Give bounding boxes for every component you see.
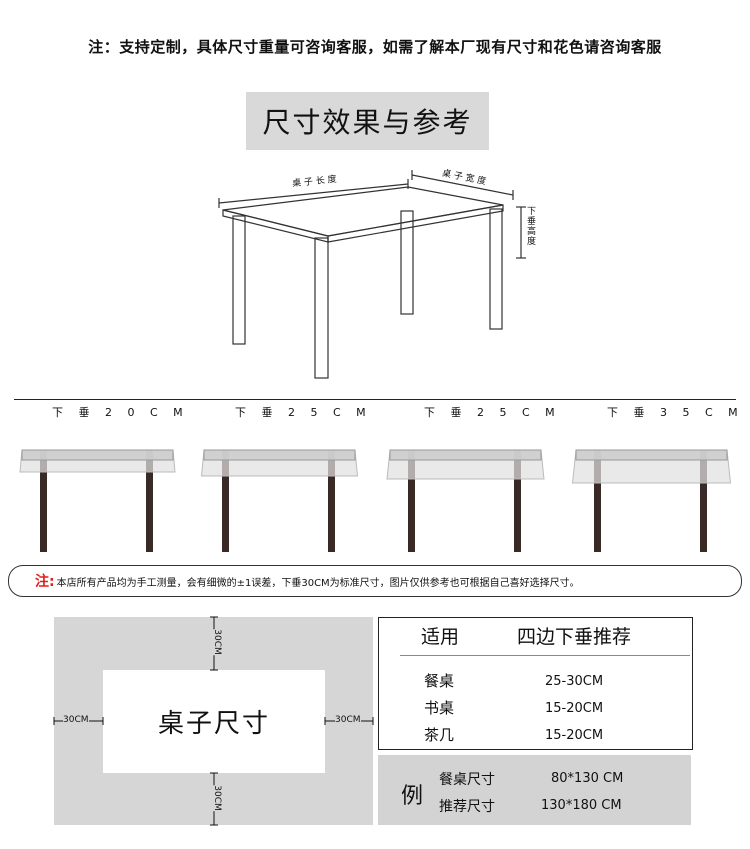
table-leg [489,208,503,330]
table-leg [328,450,335,552]
row-use: 餐桌 [424,672,455,690]
example-value: 130*180 CM [541,798,622,813]
width-dimension-line [411,174,514,196]
table-leg [408,450,415,552]
example-label: 推荐尺寸 [439,799,495,815]
table-leg [514,450,521,552]
drop-option-label: 下 垂 2 5 C M [424,406,561,419]
dim-bottom: 30CM [211,785,222,811]
tablecloth-top [575,449,728,461]
header-use: 适用 [421,626,460,648]
table-leg [314,237,329,379]
tablecloth-top [389,449,542,461]
example-label: 餐桌尺寸 [439,772,495,788]
tablecloth-preview [572,449,732,552]
tablecloth-preview [19,449,176,552]
row-drop: 15-20CM [545,701,604,716]
table-leg [40,450,47,552]
drop-option-label: 下 垂 2 5 C M [235,406,372,419]
length-dimension-line [218,183,409,204]
recommend-table [378,617,693,750]
row-drop: 15-20CM [545,728,604,743]
dim-right: 30CM [335,715,361,725]
row-use: 茶几 [424,726,455,744]
section-title: 尺寸效果与参考 [246,92,489,150]
example-box [378,755,691,825]
drop-option-label: 下 垂 2 0 C M [52,406,189,419]
notice-prefix: 注: [35,574,55,590]
row-use: 书桌 [424,699,455,717]
table-leg [594,450,601,552]
table-size-label: 桌子尺寸 [103,670,325,773]
table-leg [222,450,229,552]
drop-label: 下 垂 高 度 [527,207,537,247]
header-divider [400,655,690,656]
table-leg [146,450,153,552]
tablecloth-top [21,449,174,461]
row-drop: 25-30CM [545,674,604,689]
example-value: 80*130 CM [551,771,624,786]
header-drop: 四边下垂推荐 [517,626,632,648]
table-drawing [218,170,526,379]
notice-box: 注: 本店所有产品均为手工测量，会有细微的±1误差，下垂30CM为标准尺寸，图片… [8,565,742,597]
tablecloth-preview [386,449,545,552]
table-leg [700,450,707,552]
tablecloth-preview [200,449,359,552]
dim-top: 30CM [211,629,222,655]
table-leg [232,215,246,345]
dim-left: 30CM [63,715,89,725]
notice-text: 本店所有产品均为手工测量，会有细微的±1误差，下垂30CM为标准尺寸，图片仅供参… [56,577,580,589]
top-note: 注：支持定制，具体尺寸重量可咨询客服，如需了解本厂现有尺寸和花色请咨询客服 [88,38,662,56]
example-char: 例 [401,784,424,809]
tablecloth-top [203,449,356,461]
drop-option-label: 下 垂 3 5 C M [607,406,744,419]
table-leg [400,210,414,315]
divider-line [14,399,736,400]
